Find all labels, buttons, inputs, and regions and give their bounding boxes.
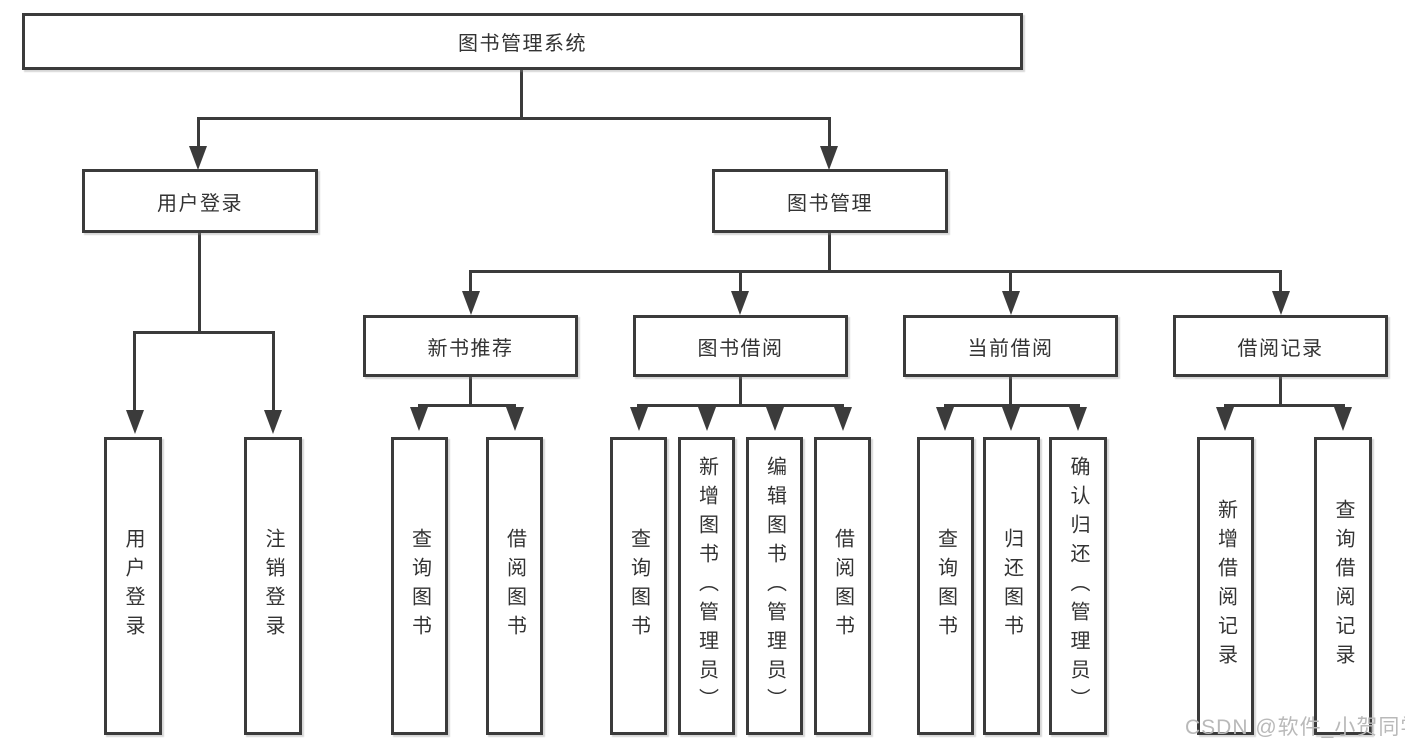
connector-newbook-trunk [469,375,472,407]
connector-root-trunk [520,68,523,120]
node-root: 图书管理系统 [22,13,1023,70]
leaf-bb-edit-book-label: 编辑图书（管理员） [763,455,786,717]
connector-userlogin-trunk [198,231,201,334]
leaf-cb-return-book-label: 归还图书 [1000,528,1023,644]
leaf-br-query-record: 查询借阅记录 [1314,437,1372,735]
node-new-book-recommend-label: 新书推荐 [427,337,514,360]
connector-borrowrecords-horizontal [1224,404,1345,407]
leaf-cb-confirm-return-label: 确认归还（管理员） [1067,455,1089,717]
arrowhead-newbook [462,291,480,315]
leaf-logout-label: 注销登录 [262,528,284,644]
leaf-bb-query-book: 查询图书 [610,437,667,735]
node-root-label: 图书管理系统 [458,33,587,55]
arrowhead-bb-add [698,407,716,431]
csdn-watermark: CSDN @软件_小贺同学 [1185,716,1405,739]
connector-level3-horizontal [469,270,1282,273]
leaf-nbr-borrow-book: 借阅图书 [486,437,543,735]
connector-stem-book-mgmt [828,117,831,149]
node-borrow-records-label: 借阅记录 [1237,337,1324,360]
arrowhead-cb-query [936,407,954,431]
node-current-borrow: 当前借阅 [903,315,1118,377]
arrowhead-bb-edit [766,407,784,431]
connector-stem-bookborrow [739,270,742,292]
arrowhead-bb-borrow [834,407,852,431]
leaf-cb-confirm-return: 确认归还（管理员） [1049,437,1107,735]
arrowhead-book-mgmt [820,146,838,170]
connector-newbook-horizontal [418,404,516,407]
node-borrow-records: 借阅记录 [1173,315,1388,377]
node-book-management: 图书管理 [712,169,948,233]
node-book-borrow: 图书借阅 [633,315,848,377]
leaf-bb-add-book-label: 新增图书（管理员） [695,455,718,717]
connector-stem-newbook [469,270,472,292]
arrowhead-nbr-query [410,407,428,431]
leaf-bb-query-book-label: 查询图书 [627,528,650,644]
arrowhead-leaf-login [126,410,144,434]
arrowhead-borrowrecords [1272,291,1290,315]
arrowhead-cb-confirm [1069,407,1087,431]
leaf-user-login: 用户登录 [104,437,162,735]
node-book-management-label: 图书管理 [787,192,873,215]
leaf-logout: 注销登录 [244,437,302,735]
node-new-book-recommend: 新书推荐 [363,315,578,377]
connector-userlogin-horizontal [133,331,275,334]
connector-stem-user-login [197,117,200,149]
leaf-nbr-query-book-label: 查询图书 [408,528,431,644]
leaf-cb-query-book: 查询图书 [917,437,974,735]
leaf-bb-edit-book: 编辑图书（管理员） [746,437,803,735]
arrowhead-bb-query [630,407,648,431]
leaf-br-query-record-label: 查询借阅记录 [1332,499,1354,673]
connector-bookborrow-trunk [739,375,742,407]
connector-level1-horizontal [197,117,831,120]
arrowhead-bookborrow [731,291,749,315]
leaf-user-login-label: 用户登录 [122,528,144,644]
arrowhead-br-query [1334,407,1352,431]
node-user-login: 用户登录 [82,169,318,233]
arrowhead-currentborrow [1002,291,1020,315]
connector-bookborrow-horizontal [637,404,844,407]
arrowhead-nbr-borrow [506,407,524,431]
leaf-br-add-record: 新增借阅记录 [1197,437,1254,735]
arrowhead-cb-return [1002,407,1020,431]
arrowhead-br-add [1216,407,1234,431]
connector-borrowrecords-trunk [1279,375,1282,407]
connector-currentborrow-trunk [1009,375,1012,407]
leaf-nbr-query-book: 查询图书 [391,437,448,735]
arrowhead-leaf-logout [264,410,282,434]
arrowhead-user-login [189,146,207,170]
leaf-bb-add-book: 新增图书（管理员） [678,437,735,735]
leaf-cb-query-book-label: 查询图书 [934,528,957,644]
connector-stem-leaf-logout [272,331,275,412]
connector-stem-borrowrecords [1279,270,1282,292]
connector-stem-currentborrow [1009,270,1012,292]
leaf-bb-borrow-book-label: 借阅图书 [831,528,854,644]
node-book-borrow-label: 图书借阅 [697,337,784,360]
leaf-br-add-record-label: 新增借阅记录 [1214,499,1237,673]
connector-bookmgmt-trunk [828,231,831,273]
connector-currentborrow-horizontal [944,404,1080,407]
leaf-bb-borrow-book: 借阅图书 [814,437,871,735]
leaf-cb-return-book: 归还图书 [983,437,1040,735]
leaf-nbr-borrow-book-label: 借阅图书 [503,528,526,644]
node-current-borrow-label: 当前借阅 [967,337,1054,360]
connector-stem-leaf-login [133,331,136,412]
node-user-login-label: 用户登录 [157,192,243,215]
